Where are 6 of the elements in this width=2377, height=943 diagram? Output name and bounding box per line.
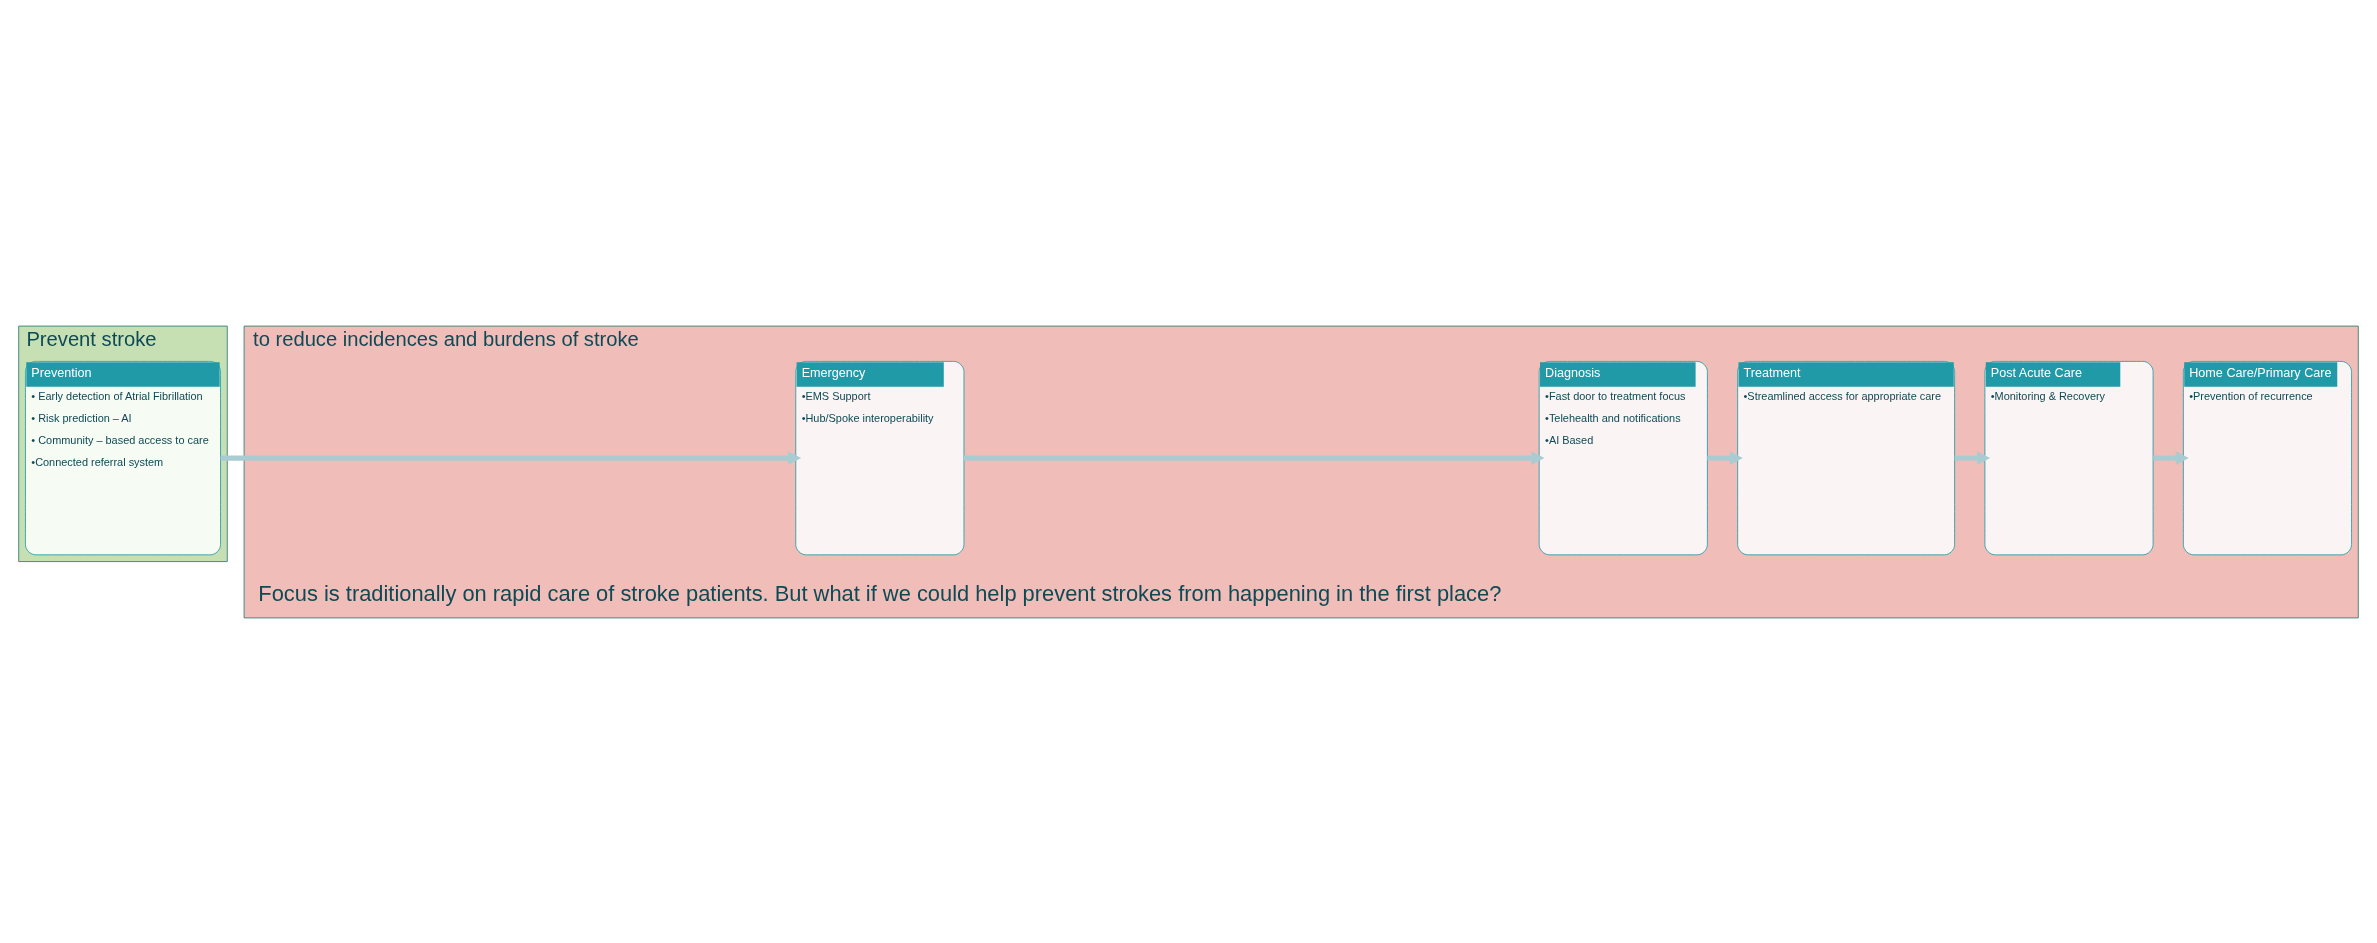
arrow [1954,450,1991,465]
label: Focus is traditionally on rapid care of stroke patients. But what if we could help prevent strokes from happening in the first place? [258,580,1502,605]
arrow [220,450,802,465]
arrow [2153,450,2189,465]
arrow [1707,450,1743,465]
arrow [964,450,1545,465]
